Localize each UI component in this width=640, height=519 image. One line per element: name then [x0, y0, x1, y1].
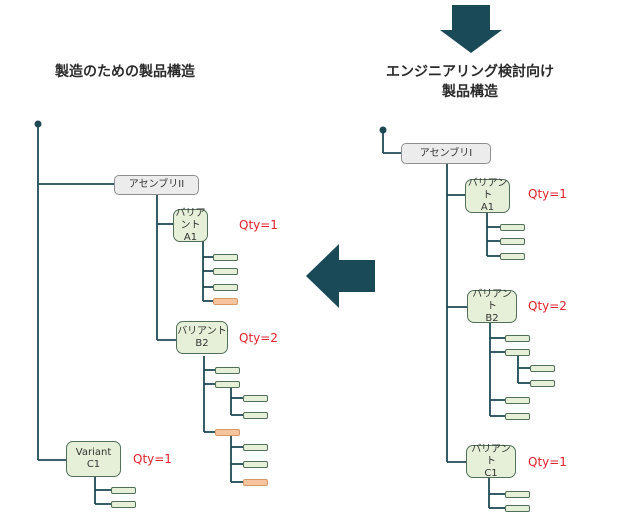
down-arrow: [440, 5, 502, 53]
right-variant-a1: バリアント A1: [465, 178, 510, 213]
right-variant-b2-line2: B2: [485, 312, 499, 324]
left-tree-connectors: [37, 124, 243, 505]
right-variant-a1-line2: A1: [480, 202, 495, 213]
right-qty-a1: Qty=1: [528, 187, 567, 201]
left-variant-c1: Variant C1: [66, 441, 121, 477]
right-part-leaf: [505, 335, 530, 342]
left-part-leaf: [213, 254, 238, 261]
left-part-leaf: [243, 461, 268, 468]
left-variant-a1-line2: A1: [183, 231, 198, 243]
right-part-leaf: [500, 238, 525, 245]
right-root-dot: [379, 126, 387, 134]
left-part-leaf: [111, 501, 136, 508]
left-part-leaf: [243, 395, 268, 402]
left-part-leaf-highlighted: [213, 298, 238, 305]
right-variant-c1-line1: バリアント: [471, 443, 511, 467]
right-variant-c1-line2: C1: [484, 467, 498, 479]
left-variant-c1-line2: C1: [86, 459, 101, 470]
left-variant-b2: バリアント B2: [176, 321, 228, 354]
right-tree-connectors: [382, 130, 530, 509]
right-variant-c1: バリアント C1: [466, 443, 516, 479]
right-part-leaf: [505, 491, 530, 498]
left-part-leaf: [243, 444, 268, 451]
left-root-dot: [34, 120, 42, 128]
right-title-line2: 製品構造: [442, 84, 498, 100]
left-part-leaf-highlighted: [215, 429, 240, 436]
left-part-leaf: [213, 268, 238, 275]
right-assembly-node: アセンブリI: [401, 143, 491, 164]
right-title: エンジニアリング検討向け 製品構造: [355, 62, 585, 102]
right-part-leaf: [530, 365, 555, 372]
right-variant-b2: バリアント B2: [467, 288, 517, 324]
left-variant-a1: バリアント A1: [173, 207, 208, 243]
right-part-leaf: [500, 224, 525, 231]
left-variant-c1-line1: Variant: [75, 447, 112, 458]
left-variant-a1-line1: バリアント: [175, 207, 206, 231]
right-qty-b2: Qty=2: [528, 299, 567, 313]
left-part-leaf: [243, 412, 268, 419]
right-variant-a1-line1: バリアント: [467, 178, 508, 201]
left-part-leaf: [215, 381, 240, 388]
left-assembly-node: アセンブリII: [114, 175, 199, 195]
left-part-leaf-highlighted: [243, 479, 268, 486]
right-qty-c1: Qty=1: [528, 455, 567, 469]
right-part-leaf: [505, 397, 530, 404]
right-title-line1: エンジニアリング検討向け: [386, 64, 554, 80]
left-part-leaf: [213, 284, 238, 291]
left-variant-b2-line1: バリアント: [177, 325, 227, 337]
left-part-leaf: [215, 367, 240, 374]
left-qty-a1: Qty=1: [239, 218, 278, 232]
left-part-leaf: [111, 487, 136, 494]
right-variant-b2-line1: バリアント: [472, 288, 512, 312]
right-part-leaf: [505, 349, 530, 356]
left-qty-c1: Qty=1: [133, 452, 172, 466]
left-arrow: [306, 244, 375, 308]
left-title: 製造のための製品構造: [55, 64, 195, 80]
right-part-leaf: [505, 505, 530, 512]
right-part-leaf: [530, 380, 555, 387]
left-variant-b2-line2: B2: [195, 337, 209, 349]
right-part-leaf: [500, 253, 525, 260]
left-qty-b2: Qty=2: [239, 331, 278, 345]
right-part-leaf: [505, 413, 530, 420]
